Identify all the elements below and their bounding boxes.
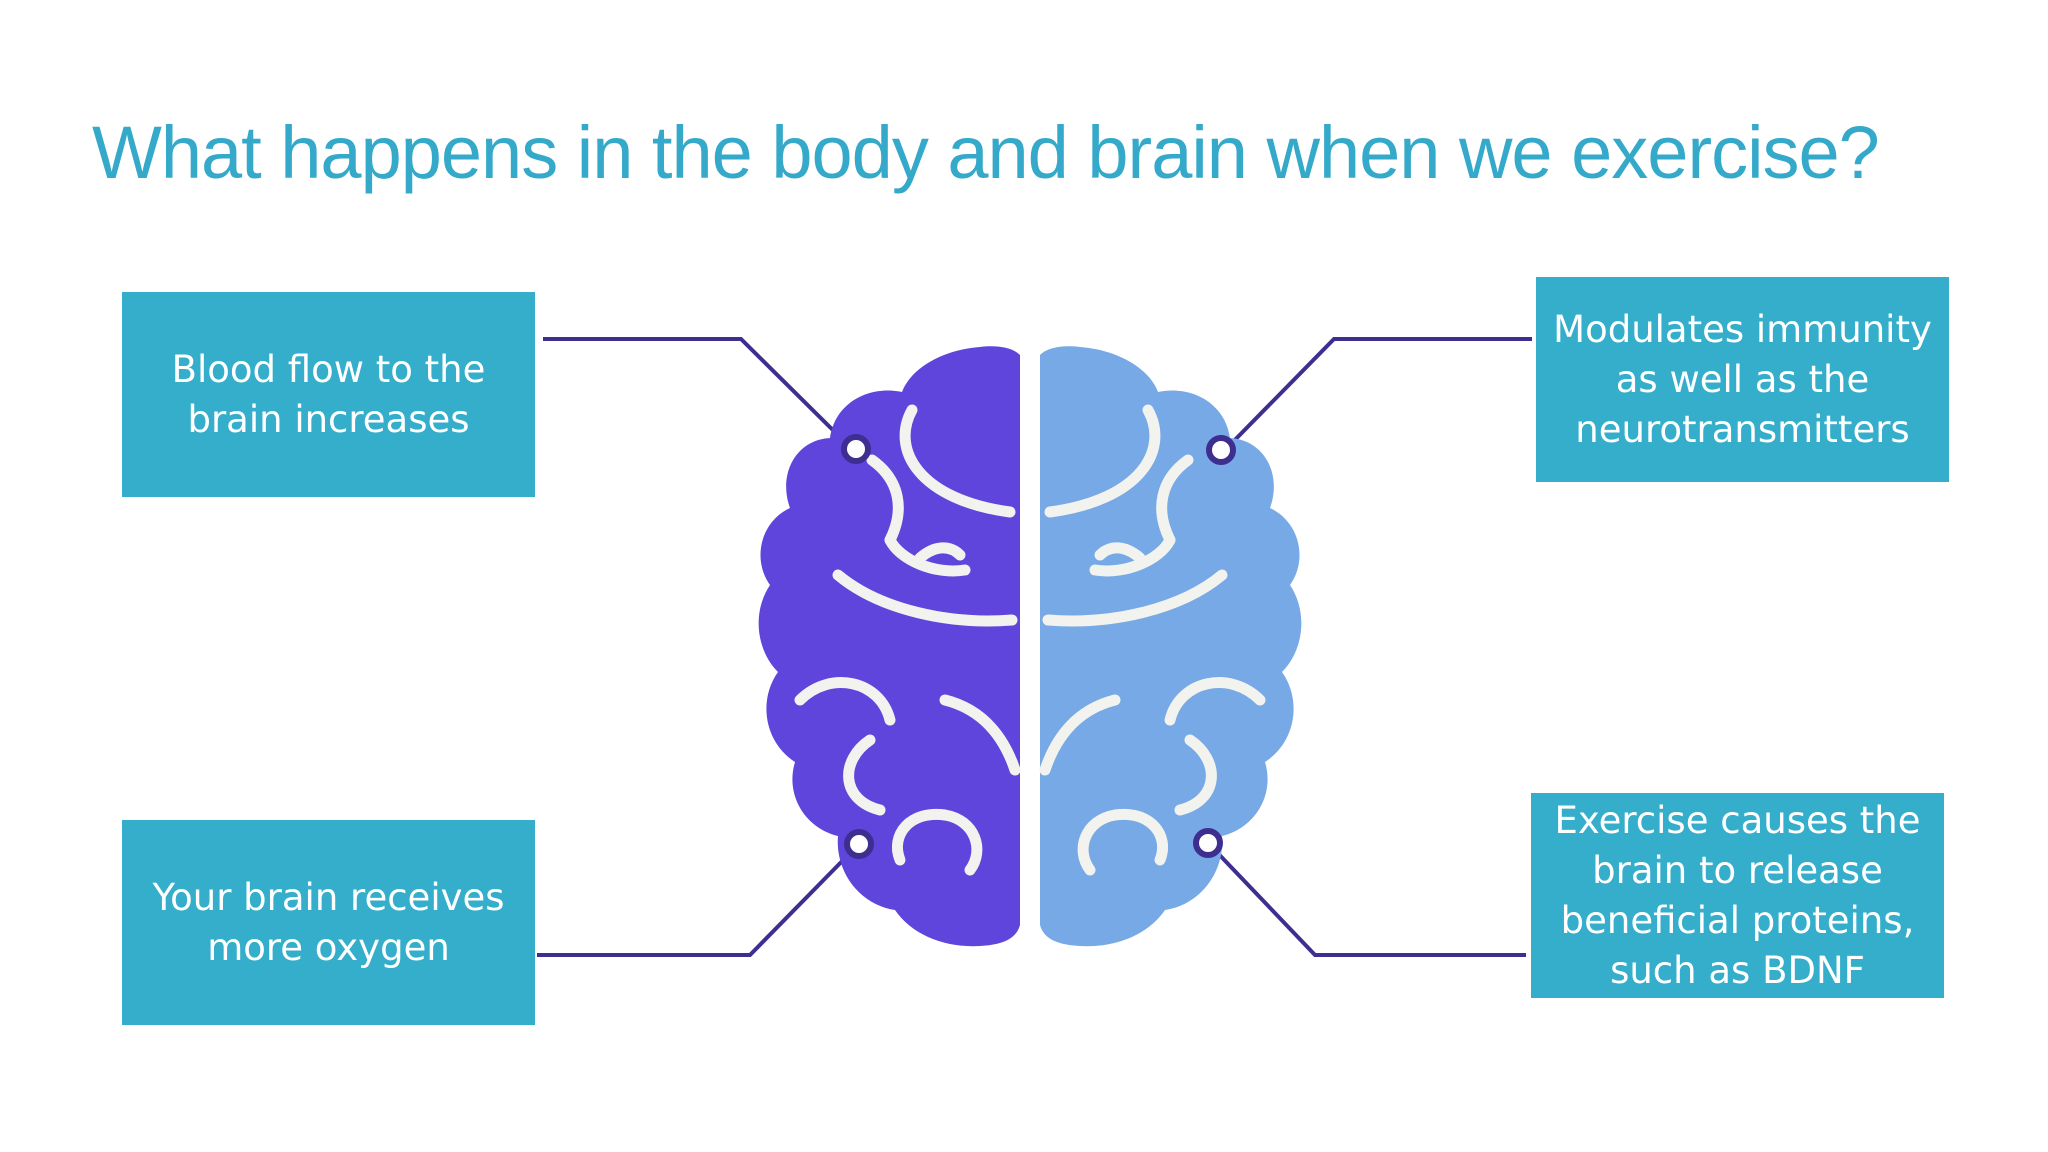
info-box-line: Modulates immunity <box>1553 307 1932 351</box>
connector-bottom-left <box>537 846 857 957</box>
info-box-text: Your brain receives more oxygen <box>152 873 504 973</box>
info-box-line: brain increases <box>187 397 470 441</box>
connector-dot-top-left <box>841 434 871 464</box>
brain-left-folds <box>794 404 1021 876</box>
info-box-text: Modulates immunity as well as the neurot… <box>1553 305 1932 455</box>
info-box-line: brain to release <box>1592 848 1883 892</box>
info-box-immunity: Modulates immunity as well as the neurot… <box>1536 277 1949 482</box>
info-box-line: such as BDNF <box>1610 948 1865 992</box>
connector-top-right <box>1223 337 1532 452</box>
slide-title: What happens in the body and brain when … <box>92 111 1880 194</box>
info-box-line: Blood flow to the <box>171 347 486 391</box>
connector-top-left <box>543 337 854 451</box>
connector-dots <box>841 434 1236 859</box>
info-box-text: Exercise causes the brain to release ben… <box>1555 796 1921 996</box>
info-box-text: Blood flow to the brain increases <box>172 345 486 445</box>
info-box-line: neurotransmitters <box>1575 407 1910 451</box>
connector-dot-bottom-left <box>844 829 874 859</box>
connector-dot-bottom-right <box>1193 828 1223 858</box>
connector-dot-top-right <box>1206 435 1236 465</box>
connectors <box>537 337 1532 957</box>
brain-icon <box>758 346 1302 947</box>
brain-right-folds <box>1039 404 1266 876</box>
info-box-bdnf: Exercise causes the brain to release ben… <box>1531 793 1944 998</box>
connector-bottom-right <box>1208 843 1526 957</box>
info-box-line: more oxygen <box>207 925 450 969</box>
info-box-blood-flow: Blood flow to the brain increases <box>122 292 535 497</box>
info-box-oxygen: Your brain receives more oxygen <box>122 820 535 1025</box>
info-box-line: beneficial proteins, <box>1560 898 1915 942</box>
info-box-line: Exercise causes the <box>1554 798 1921 842</box>
info-box-line: Your brain receives <box>152 875 505 919</box>
info-box-line: as well as the <box>1615 357 1870 401</box>
